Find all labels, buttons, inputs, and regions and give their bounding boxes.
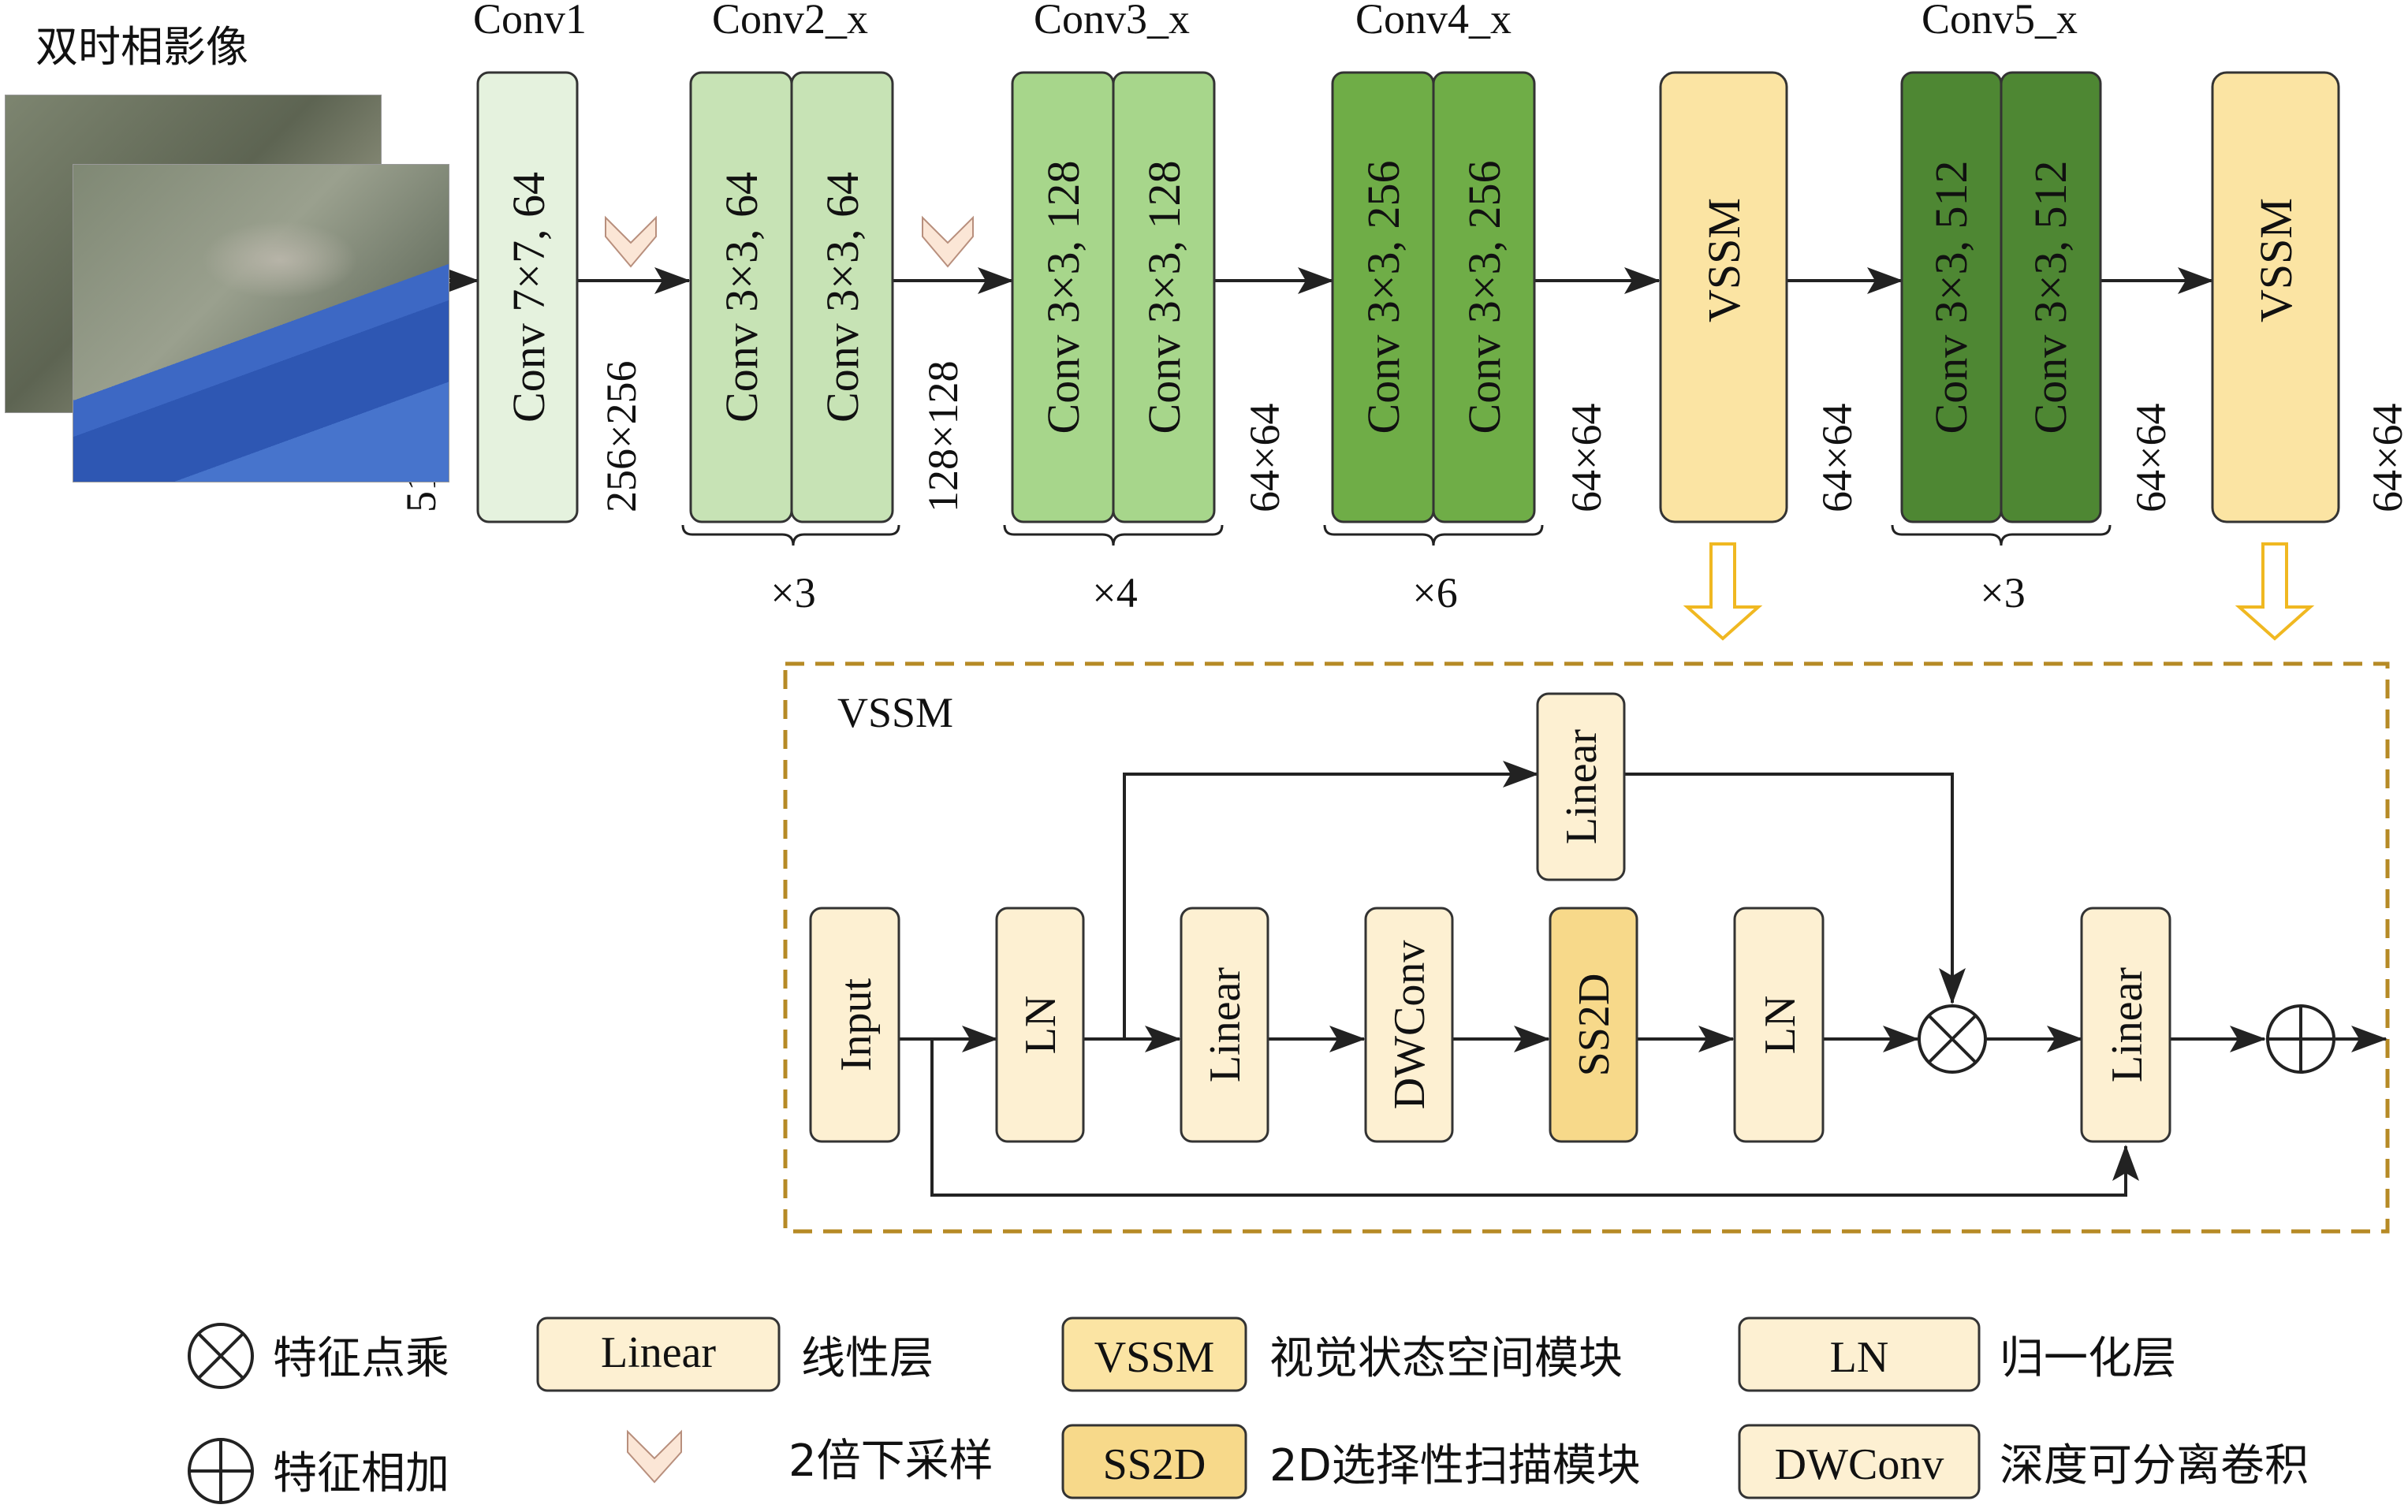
conv2-title: Conv2_x [712, 0, 868, 43]
size-label-conv4: 64×64 [1563, 404, 1610, 512]
legend-linear-desc: 线性层 [801, 1333, 934, 1384]
conv3-block-b [1112, 71, 1216, 523]
legend-downsample-chevron [627, 1429, 682, 1484]
size-label-conv2: 128×128 [919, 361, 967, 512]
conv3-repeat: ×4 [1092, 569, 1137, 616]
downsample-chevron-1 [605, 215, 657, 268]
vssm-node-linear1 [1180, 907, 1269, 1143]
vssm-node-ln2-label: LN [1756, 996, 1805, 1055]
size-label-conv5: 64×64 [2127, 404, 2175, 512]
legend-dwconv-swatch [1738, 1424, 1981, 1499]
conv2-brace [681, 524, 900, 546]
conv1-title: Conv1 [473, 0, 587, 43]
vssm-node-ln1 [995, 907, 1085, 1143]
vssm-detail-connectors [899, 761, 2387, 1197]
add-icon [2266, 1004, 2335, 1074]
legend-linear-key: Linear [601, 1328, 716, 1377]
legend-linear-swatch [536, 1316, 781, 1392]
conv5-block-a-label: Conv 3×3, 512 [1925, 161, 1977, 434]
input-label: 双时相影像 [35, 22, 248, 72]
conv4-repeat: ×6 [1412, 569, 1457, 616]
vssm-node-input [809, 907, 900, 1143]
vssm-node-ln1-label: LN [1016, 996, 1065, 1055]
vssm-block-2-label: VSSM [2250, 198, 2302, 322]
legend-mul-text: 特征点乘 [273, 1333, 449, 1384]
vssm-node-linear-out [2080, 907, 2171, 1143]
legend-ss2d-desc: 2D选择性扫描模块 [1269, 1440, 1641, 1492]
conv3-brace [1003, 524, 1224, 546]
expand-arrow-1 [1683, 542, 1763, 641]
conv1-block-label: Conv 7×7, 64 [503, 172, 554, 423]
legend-dwconv-key: DWConv [1775, 1440, 1944, 1489]
legend-ln-key: LN [1830, 1333, 1889, 1382]
legend-dwconv-desc: 深度可分离卷积 [2000, 1440, 2309, 1492]
conv4-block-a-label: Conv 3×3, 256 [1358, 161, 1409, 434]
satellite-image-t2 [73, 164, 449, 482]
vssm-node-linear-out-label: Linear [2103, 967, 2152, 1082]
vssm-detail-frame [783, 661, 2390, 1234]
legend-vssm-desc: 视觉状态空间模块 [1269, 1333, 1623, 1384]
expand-arrow-2 [2235, 542, 2315, 641]
conv3-block-b-label: Conv 3×3, 128 [1139, 161, 1190, 434]
conv5-title: Conv5_x [1922, 0, 2078, 43]
conv4-block-b-label: Conv 3×3, 256 [1459, 161, 1510, 434]
conv5-block-b-label: Conv 3×3, 512 [2025, 161, 2076, 434]
conv3-block-a-label: Conv 3×3, 128 [1038, 161, 1089, 434]
size-label-vssm2: 64×64 [2364, 404, 2408, 512]
conv1-block [476, 71, 579, 523]
vssm-node-input-label: Input [832, 978, 881, 1071]
legend-add-text: 特征相加 [273, 1448, 449, 1499]
conv4-title: Conv4_x [1355, 0, 1512, 43]
vssm-node-ln2 [1733, 907, 1825, 1143]
legend-ss2d-key: SS2D [1103, 1440, 1206, 1489]
vssm-node-dwconv [1364, 907, 1454, 1143]
vssm-node-ss2d [1549, 907, 1638, 1143]
legend-ln-swatch [1738, 1316, 1981, 1392]
legend-vssm-swatch [1061, 1316, 1247, 1392]
conv3-title: Conv3_x [1034, 0, 1190, 43]
conv5-block-b [2000, 71, 2102, 523]
conv2-block-b-label: Conv 3×3, 64 [817, 172, 868, 423]
conv5-brace [1891, 524, 2112, 546]
conv2-repeat: ×3 [770, 569, 815, 616]
vssm-block-1-label: VSSM [1698, 198, 1750, 322]
vssm-block-1 [1659, 71, 1788, 523]
vssm-detail-title: VSSM [837, 689, 953, 736]
downsample-chevron-2 [922, 215, 974, 268]
legend: 特征点乘 Linear 线性层 VSSM 视觉状态空间模块 LN 归一化层 特征… [188, 1316, 2309, 1504]
conv2-block-a-label: Conv 3×3, 64 [716, 172, 767, 423]
vssm-node-linear1-label: Linear [1201, 967, 1250, 1082]
legend-down-desc: 2倍下采样 [788, 1436, 993, 1487]
legend-add-icon [188, 1438, 254, 1504]
vssm-node-ss2d-label: SS2D [1570, 974, 1619, 1077]
vssm-node-linear-top-label: Linear [1557, 729, 1606, 844]
legend-vssm-key: VSSM [1094, 1333, 1215, 1382]
vssm-block-2 [2211, 71, 2340, 523]
conv5-repeat: ×3 [1980, 569, 2025, 616]
size-label-vssm1: 64×64 [1813, 404, 1861, 512]
multiply-icon [1918, 1004, 1987, 1074]
vssm-node-dwconv-label: DWConv [1385, 940, 1434, 1110]
legend-ln-desc: 归一化层 [2000, 1333, 2176, 1384]
conv4-brace [1323, 524, 1544, 546]
legend-multiply-icon [188, 1323, 254, 1389]
size-label-conv3: 64×64 [1241, 404, 1288, 512]
size-label-conv1: 256×256 [598, 361, 645, 512]
legend-ss2d-swatch [1061, 1424, 1247, 1499]
conv2-block-b [790, 71, 894, 523]
conv4-block-b [1432, 71, 1536, 523]
vssm-node-linear-top [1536, 692, 1626, 881]
